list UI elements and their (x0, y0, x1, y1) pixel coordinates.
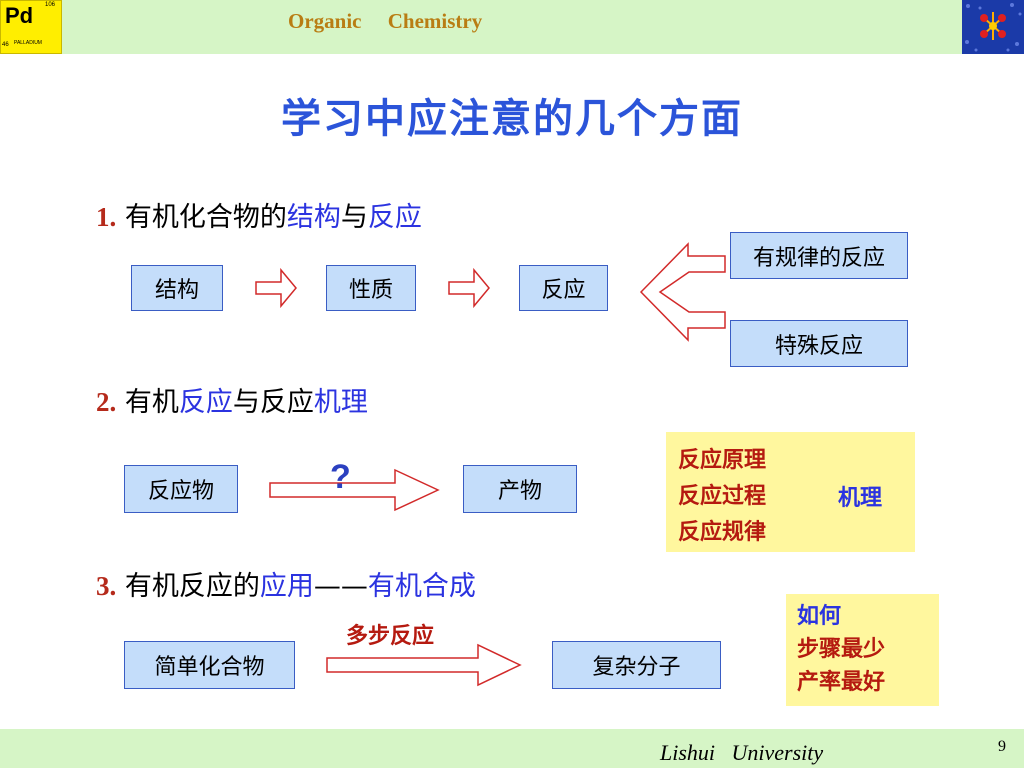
section1-heading-reaction: 反应 (367, 202, 422, 233)
box-simple-compound: 简单化合物 (124, 641, 295, 689)
mechanism-item: 反应原理 (678, 448, 767, 473)
section2-heading: 2. 有机反应与反应机理 (96, 380, 368, 419)
section1-number: 1. (96, 202, 117, 232)
box-complex-molecule: 复杂分子 (552, 641, 721, 689)
element-number: 106 (45, 2, 56, 8)
header-band (0, 0, 1024, 54)
section2-heading-part: 有机 (124, 387, 179, 418)
section1-heading-part: 有机化合物的 (124, 202, 287, 233)
hollow-arrow-icon (269, 468, 440, 512)
split-arrow-icon (639, 242, 726, 342)
section3-heading-application: 应用 (259, 571, 314, 602)
element-name: PALLADIUM (14, 40, 42, 46)
section2-heading-reaction: 反应 (178, 387, 233, 418)
section1-heading: 1. 有机化合物的结构与反应 (96, 195, 422, 234)
course-title-left: Organic (288, 9, 362, 33)
mechanism-item: 反应过程 (678, 484, 767, 509)
box-structure: 结构 (131, 265, 223, 311)
mechanism-label: 机理 (838, 486, 883, 511)
section3-heading-part: 有机反应的 (124, 571, 260, 602)
molecule-logo-icon (965, 3, 1022, 52)
note-line-how: 如何 (797, 604, 842, 629)
element-symbol: Pd (5, 3, 34, 28)
box-property: 性质 (326, 265, 416, 311)
box-reaction: 反应 (519, 265, 608, 311)
section3-heading: 3. 有机反应的应用——有机合成 (96, 564, 476, 603)
section1-heading-structure: 结构 (286, 202, 341, 233)
box-special-reaction: 特殊反应 (730, 320, 908, 367)
element-mass: 46 (2, 42, 9, 48)
mechanism-item: 反应规律 (678, 520, 767, 545)
university-name: Lishui University (660, 740, 824, 765)
synthesis-note (786, 594, 939, 706)
box-regular-reaction: 有规律的反应 (730, 232, 908, 279)
section3-number: 3. (96, 571, 117, 601)
course-title: Organic Chemistry (288, 9, 482, 34)
note-line-steps: 步骤最少 (797, 637, 886, 662)
box-reactant: 反应物 (124, 465, 238, 513)
palladium-element-tile (0, 0, 62, 54)
section2-heading-mechanism: 机理 (313, 387, 368, 418)
note-line-yield: 产率最好 (797, 670, 886, 695)
page-number: 9 (998, 738, 1006, 755)
slide-title: 学习中应注意的几个方面 (281, 96, 743, 142)
multistep-label: 多步反应 (346, 624, 435, 649)
section1-heading-part: 与 (340, 202, 368, 233)
mechanism-list: 反应原理 反应过程 反应规律 (678, 443, 766, 551)
hollow-arrow-icon (255, 267, 297, 309)
molecule-logo (962, 0, 1024, 54)
course-title-right: Chemistry (387, 9, 483, 33)
section2-heading-part: 与反应 (232, 387, 314, 418)
section3-heading-dash: —— (313, 571, 368, 602)
hollow-arrow-icon (326, 643, 522, 687)
question-mark: ? (330, 458, 351, 496)
footer-band (0, 729, 1024, 768)
section3-heading-synthesis: 有机合成 (367, 571, 476, 602)
mechanism-note (666, 432, 915, 552)
hollow-arrow-icon (448, 267, 490, 309)
section2-number: 2. (96, 387, 117, 417)
box-product: 产物 (463, 465, 577, 513)
synthesis-note-text: 如何 步骤最少 产率最好 (797, 600, 885, 699)
